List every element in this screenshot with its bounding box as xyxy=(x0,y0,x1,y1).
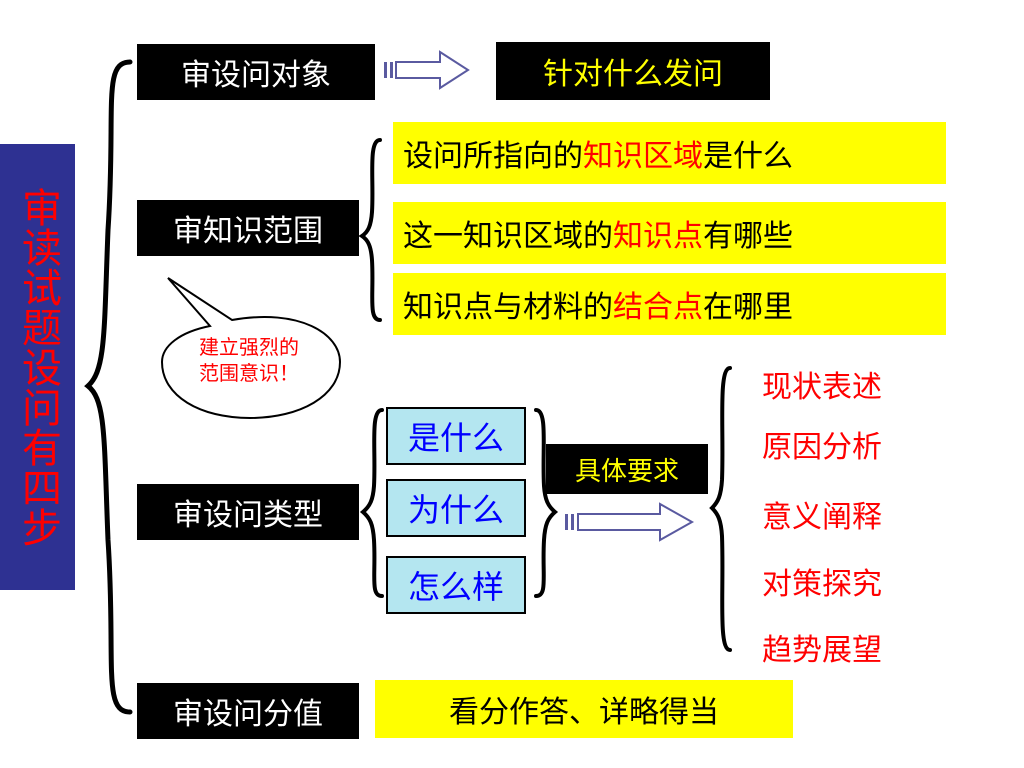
knowledge-item-highlight: 知识点 xyxy=(613,219,703,254)
type-right-brace xyxy=(534,408,559,598)
answer-item: 趋势展望 xyxy=(762,633,882,668)
answer-item: 原因分析 xyxy=(762,430,882,465)
knowledge-item-pre: 知识点与材料的 xyxy=(403,290,613,325)
knowledge-item-post: 在哪里 xyxy=(703,290,793,325)
answer-item: 意义阐释 xyxy=(762,500,882,535)
knowledge-item-pre: 这一知识区域的 xyxy=(403,219,613,254)
knowledge-item: 设问所指向的知识区域是什么 xyxy=(393,122,946,184)
step-object-result: 针对什么发问 xyxy=(496,42,770,100)
question-box: 怎么样 xyxy=(386,556,526,614)
knowledge-item-pre: 设问所指向的 xyxy=(403,139,583,174)
knowledge-item: 这一知识区域的知识点有哪些 xyxy=(393,202,946,264)
knowledge-item-post: 有哪些 xyxy=(703,219,793,254)
callout-text: 建立强烈的 范围意识！ xyxy=(174,334,324,386)
question-box: 是什么 xyxy=(386,407,526,465)
main-brace xyxy=(84,59,133,715)
answer-item: 对策探究 xyxy=(762,567,882,602)
step-score-result: 看分作答、详略得当 xyxy=(375,680,793,738)
knowledge-item-highlight: 知识区域 xyxy=(583,139,703,174)
knowledge-item-post: 是什么 xyxy=(703,139,793,174)
question-box: 为什么 xyxy=(386,479,526,537)
step-type-label: 审设问类型 xyxy=(137,484,359,540)
knowledge-item: 知识点与材料的结合点在哪里 xyxy=(393,273,946,335)
requirement-label: 具体要求 xyxy=(546,444,708,494)
title-bar: 审读试题设问有四步 xyxy=(0,144,75,590)
step-object-label: 审设问对象 xyxy=(137,44,375,100)
arrow-object-icon xyxy=(384,50,470,90)
answer-item: 现状表述 xyxy=(762,370,882,405)
callout-bubble-icon xyxy=(160,277,342,420)
arrow-type-icon xyxy=(565,502,695,542)
callout-line: 范围意识！ xyxy=(199,361,299,385)
diagram-title: 审读试题设问有四步 xyxy=(15,187,61,547)
knowledge-item-highlight: 结合点 xyxy=(613,290,703,325)
step-knowledge-label: 审知识范围 xyxy=(137,200,359,256)
step-score-label: 审设问分值 xyxy=(137,683,359,739)
type-left-brace xyxy=(359,408,384,598)
callout-line: 建立强烈的 xyxy=(199,335,299,359)
answers-brace xyxy=(709,366,732,652)
knowledge-brace xyxy=(358,138,382,322)
